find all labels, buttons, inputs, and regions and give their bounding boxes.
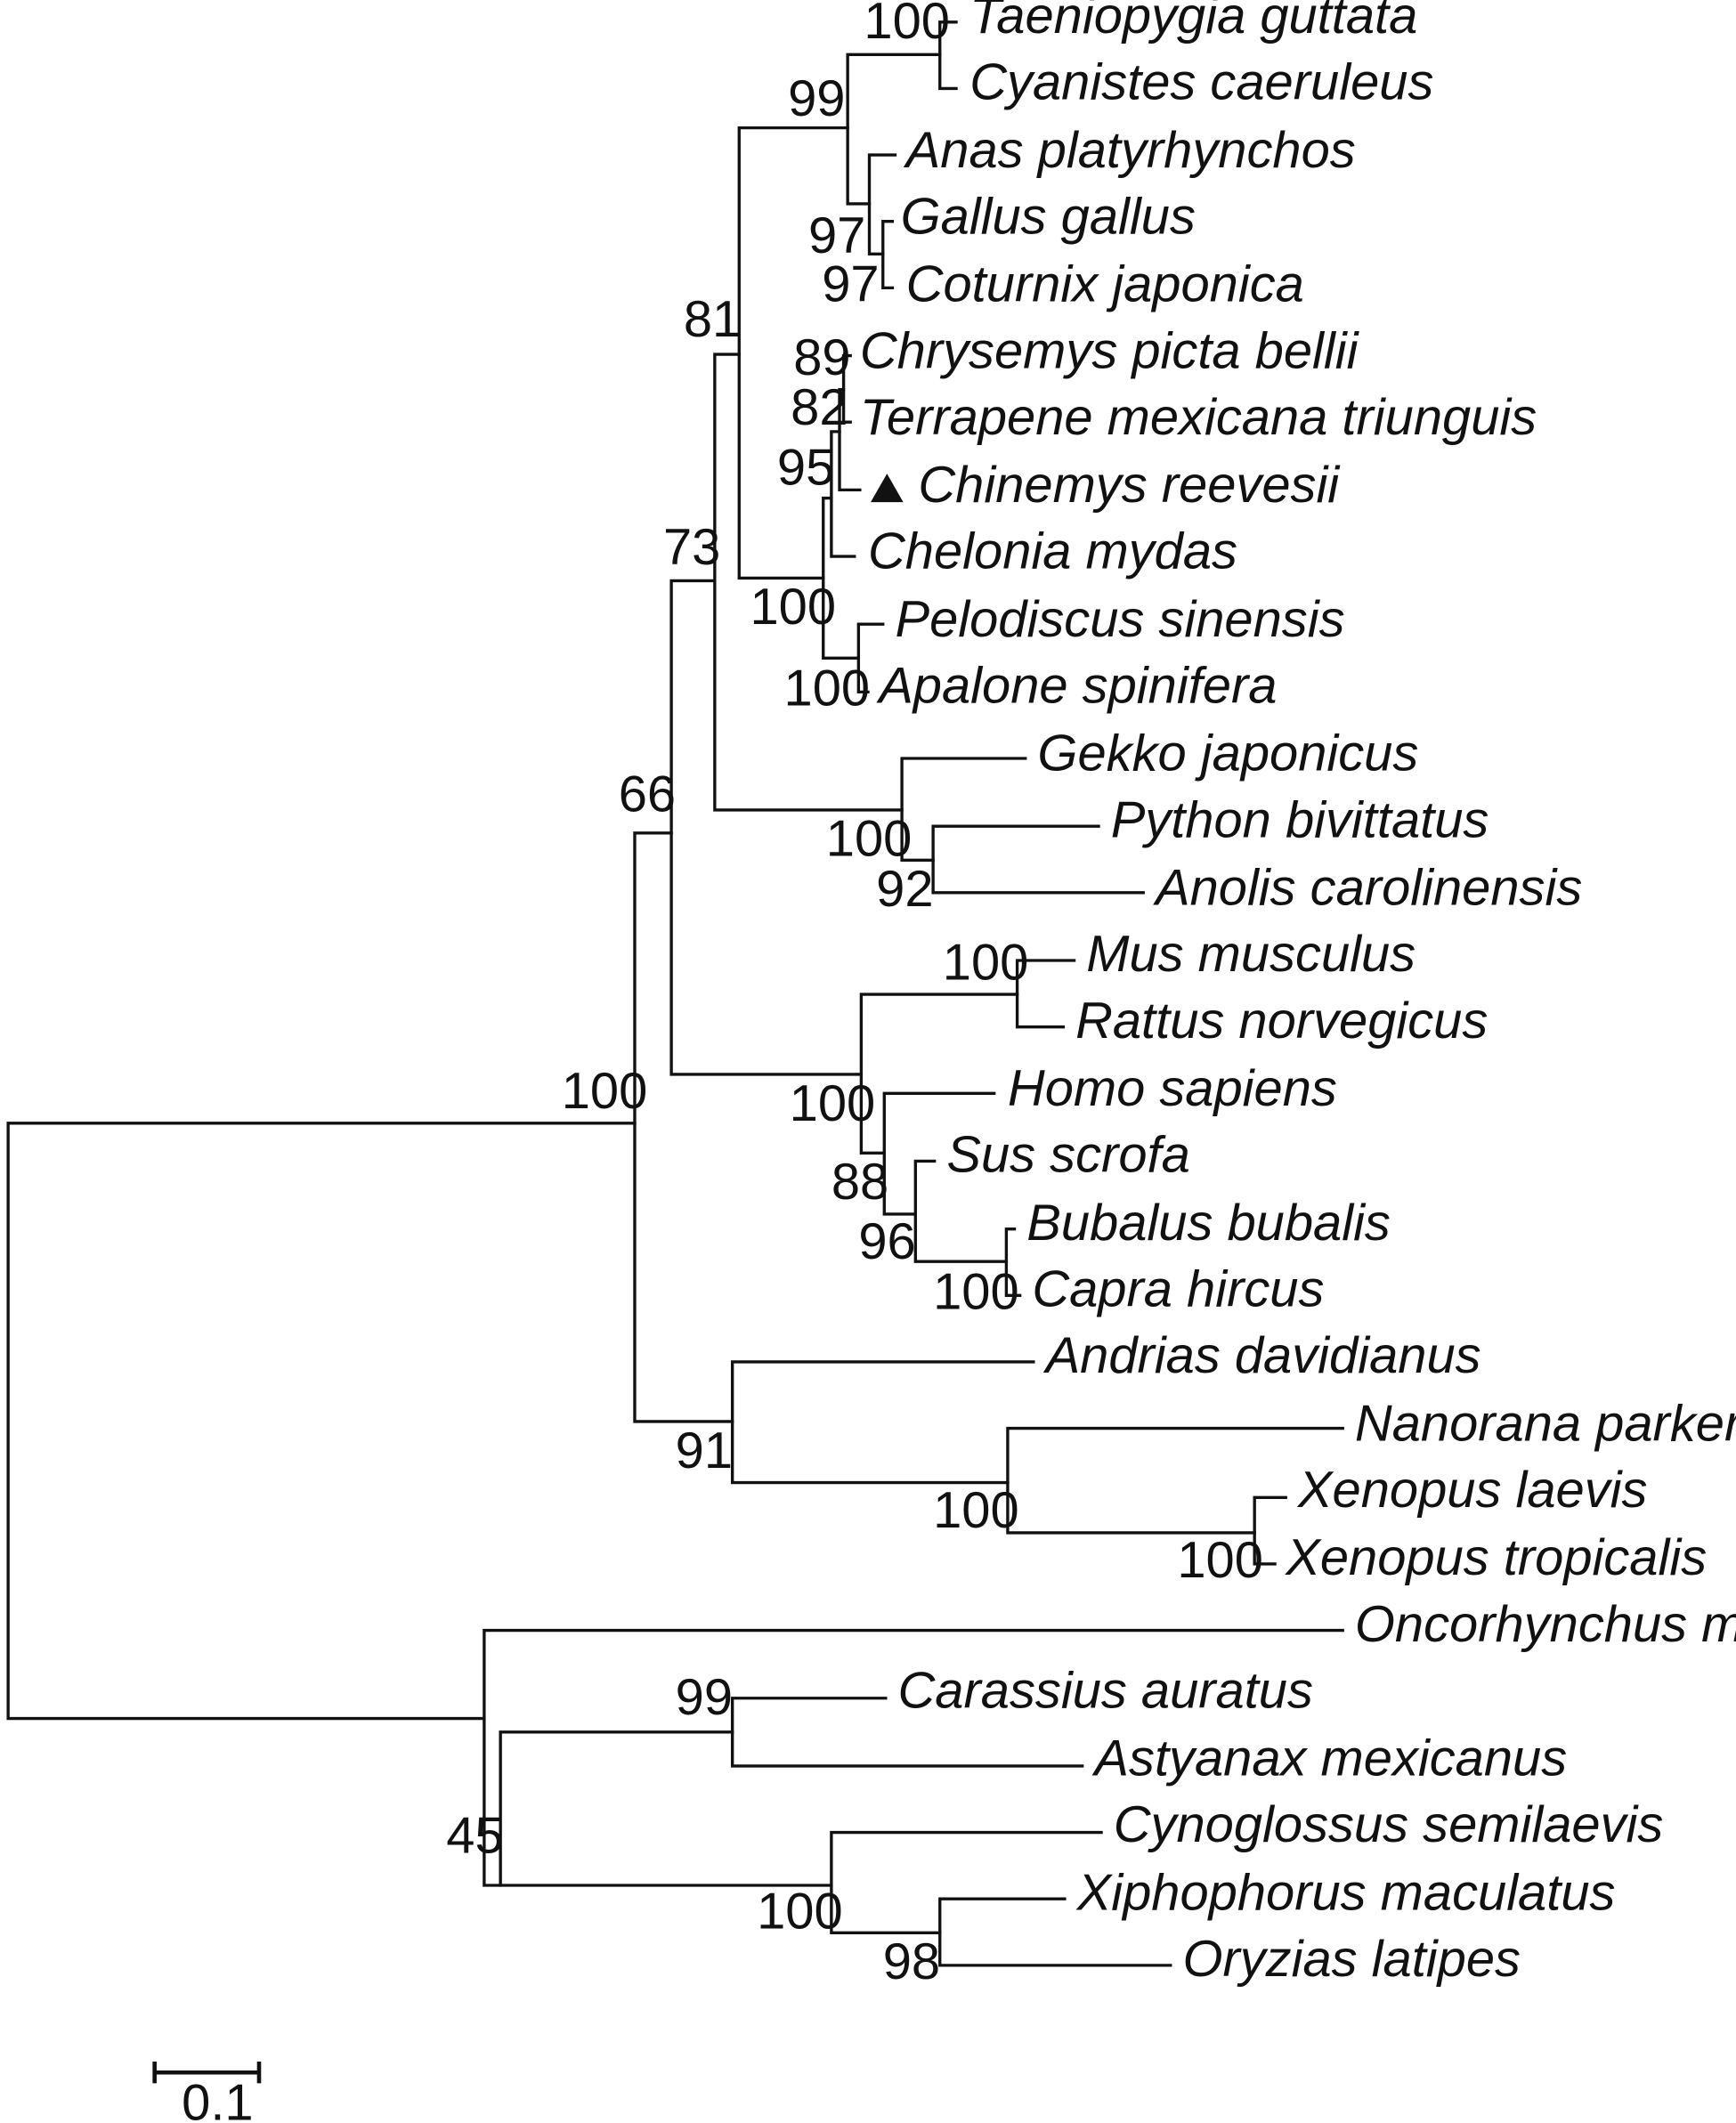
bootstrap-value: 96 — [858, 1213, 915, 1270]
taxon-label: Xenopus tropicalis — [1284, 1529, 1707, 1586]
taxon-label: Homo sapiens — [1008, 1060, 1337, 1117]
taxon-label: Cyanistes caeruleus — [969, 54, 1433, 111]
bootstrap-value: 100 — [943, 934, 1029, 991]
scale-bar: 0.1 — [152, 2062, 262, 2123]
taxon-label: Nanorana parkeri — [1355, 1395, 1736, 1452]
passerine-branch — [938, 20, 958, 91]
bootstrap-value: 100 — [864, 0, 950, 50]
taxon-label: Bubalus bubalis — [1026, 1195, 1391, 1252]
taxon-label: Coturnix japonica — [906, 256, 1304, 313]
bootstrap-value: 100 — [1177, 1532, 1263, 1589]
bootstrap-value: 99 — [676, 1669, 733, 1726]
taxon-label: Apalone spinifera — [876, 658, 1277, 715]
galloanserae-branch — [867, 153, 897, 255]
sauropsida-branch — [713, 352, 904, 812]
taxon-label: Taeniopygia guttata — [969, 0, 1417, 45]
taxon-label: Rattus norvegicus — [1075, 993, 1488, 1049]
cryptodira-branch — [830, 430, 856, 558]
taxon-label: Cynoglossus semilaevis — [1114, 1796, 1664, 1853]
galliformes-branch — [881, 220, 895, 290]
artiodactyla-branch — [913, 1159, 1009, 1263]
bootstrap-value: 100 — [826, 811, 913, 868]
rodents-branch — [1015, 959, 1076, 1029]
taxon-label: Carassius auratus — [898, 1662, 1313, 1719]
bootstrap-value: 73 — [663, 519, 720, 576]
taxon-label: Astyanax mexicanus — [1091, 1730, 1567, 1787]
amniota-branch — [669, 579, 864, 1076]
bootstrap-value: 100 — [933, 1482, 1019, 1539]
taxon-label: Sus scrofa — [946, 1127, 1189, 1184]
taxon-label: Oncorhynchus mykiss — [1355, 1596, 1736, 1653]
mammals-branch — [859, 993, 1019, 1155]
teleostei-branch — [499, 1730, 833, 1887]
taxon-label: Gekko japonicus — [1037, 725, 1418, 782]
bootstrap-value: 45 — [446, 1807, 503, 1864]
boreoeutheria-branch — [882, 1091, 996, 1216]
bootstrap-value: 91 — [676, 1422, 733, 1479]
taxon-label: Gallus gallus — [901, 188, 1196, 245]
bootstrap-value: 100 — [750, 579, 836, 636]
bootstrap-value: 99 — [788, 70, 845, 127]
xipho-oryzias-branch — [938, 1897, 1172, 1967]
anura-branch — [1006, 1426, 1344, 1535]
birds-branch — [846, 53, 942, 206]
taxon-label: Xiphophorus maculatus — [1075, 1864, 1616, 1921]
bootstrap-value: 100 — [933, 1264, 1019, 1321]
bootstrap-value: 100 — [784, 660, 871, 717]
taxon-label: Chelonia mydas — [868, 523, 1237, 580]
bootstrap-value: 88 — [831, 1154, 888, 1211]
bootstrap-value: 100 — [757, 1884, 843, 1941]
bootstrap-value: 97 — [808, 207, 865, 264]
fish-branch — [483, 1628, 1344, 1887]
taxon-label: Mus musculus — [1086, 926, 1416, 983]
scale-bar-label: 0.1 — [182, 2075, 253, 2123]
archelosauria-branch — [737, 126, 849, 580]
taxon-label: Capra hircus — [1032, 1260, 1324, 1317]
scale-bar-line — [152, 2062, 262, 2084]
taxon-label: Pelodiscus sinensis — [895, 591, 1344, 648]
amphibia-branch — [730, 1360, 1035, 1485]
bootstrap-value: 98 — [883, 1933, 940, 1990]
bootstrap-labels: 100 99 97 97 89 82 95 100 100 81 73 100 … — [446, 0, 1263, 1990]
xenopus-branch — [1253, 1495, 1287, 1566]
bootstrap-value: 82 — [791, 379, 848, 436]
taxon-label: Oryzias latipes — [1182, 1931, 1521, 1988]
otophysi-branch — [730, 1697, 1084, 1768]
bootstrap-value: 97 — [822, 256, 879, 313]
softshell-branch — [856, 622, 885, 694]
taxon-label: Anas platyrhynchos — [904, 122, 1356, 179]
taxon-label: Chrysemys picta bellii — [860, 322, 1360, 379]
bootstrap-value: 66 — [619, 766, 676, 822]
bootstrap-value: 89 — [793, 329, 850, 386]
percomorpha-branch — [830, 1830, 1103, 1934]
squamata-branch — [900, 757, 1027, 862]
taxon-label: Terrapene mexicana triunguis — [860, 389, 1537, 446]
taxon-labels: Taeniopygia guttata Cyanistes caeruleus … — [860, 0, 1736, 1988]
taxon-label: Anolis carolinensis — [1153, 860, 1582, 917]
bootstrap-value: 100 — [562, 1063, 648, 1120]
chrysemys-branch — [841, 353, 852, 424]
tetrapoda-branch — [633, 831, 734, 1423]
bootstrap-value: 92 — [876, 861, 933, 918]
taxon-label: Python bivittatus — [1111, 791, 1489, 848]
taxon-label: Andrias davidianus — [1043, 1327, 1481, 1384]
bootstrap-value: 81 — [684, 291, 741, 348]
taxon-label-highlighted: Chinemys reevesii — [918, 457, 1341, 514]
taxon-label: Xenopus laevis — [1296, 1462, 1648, 1519]
tree-branches — [6, 20, 1344, 1967]
bovidae-branch — [1004, 1227, 1022, 1297]
highlight-triangle-icon — [871, 474, 904, 503]
root-branch — [6, 1122, 637, 1721]
bootstrap-value: 95 — [777, 439, 834, 496]
python-anolis-branch — [931, 824, 1145, 895]
bootstrap-value: 100 — [790, 1075, 876, 1132]
